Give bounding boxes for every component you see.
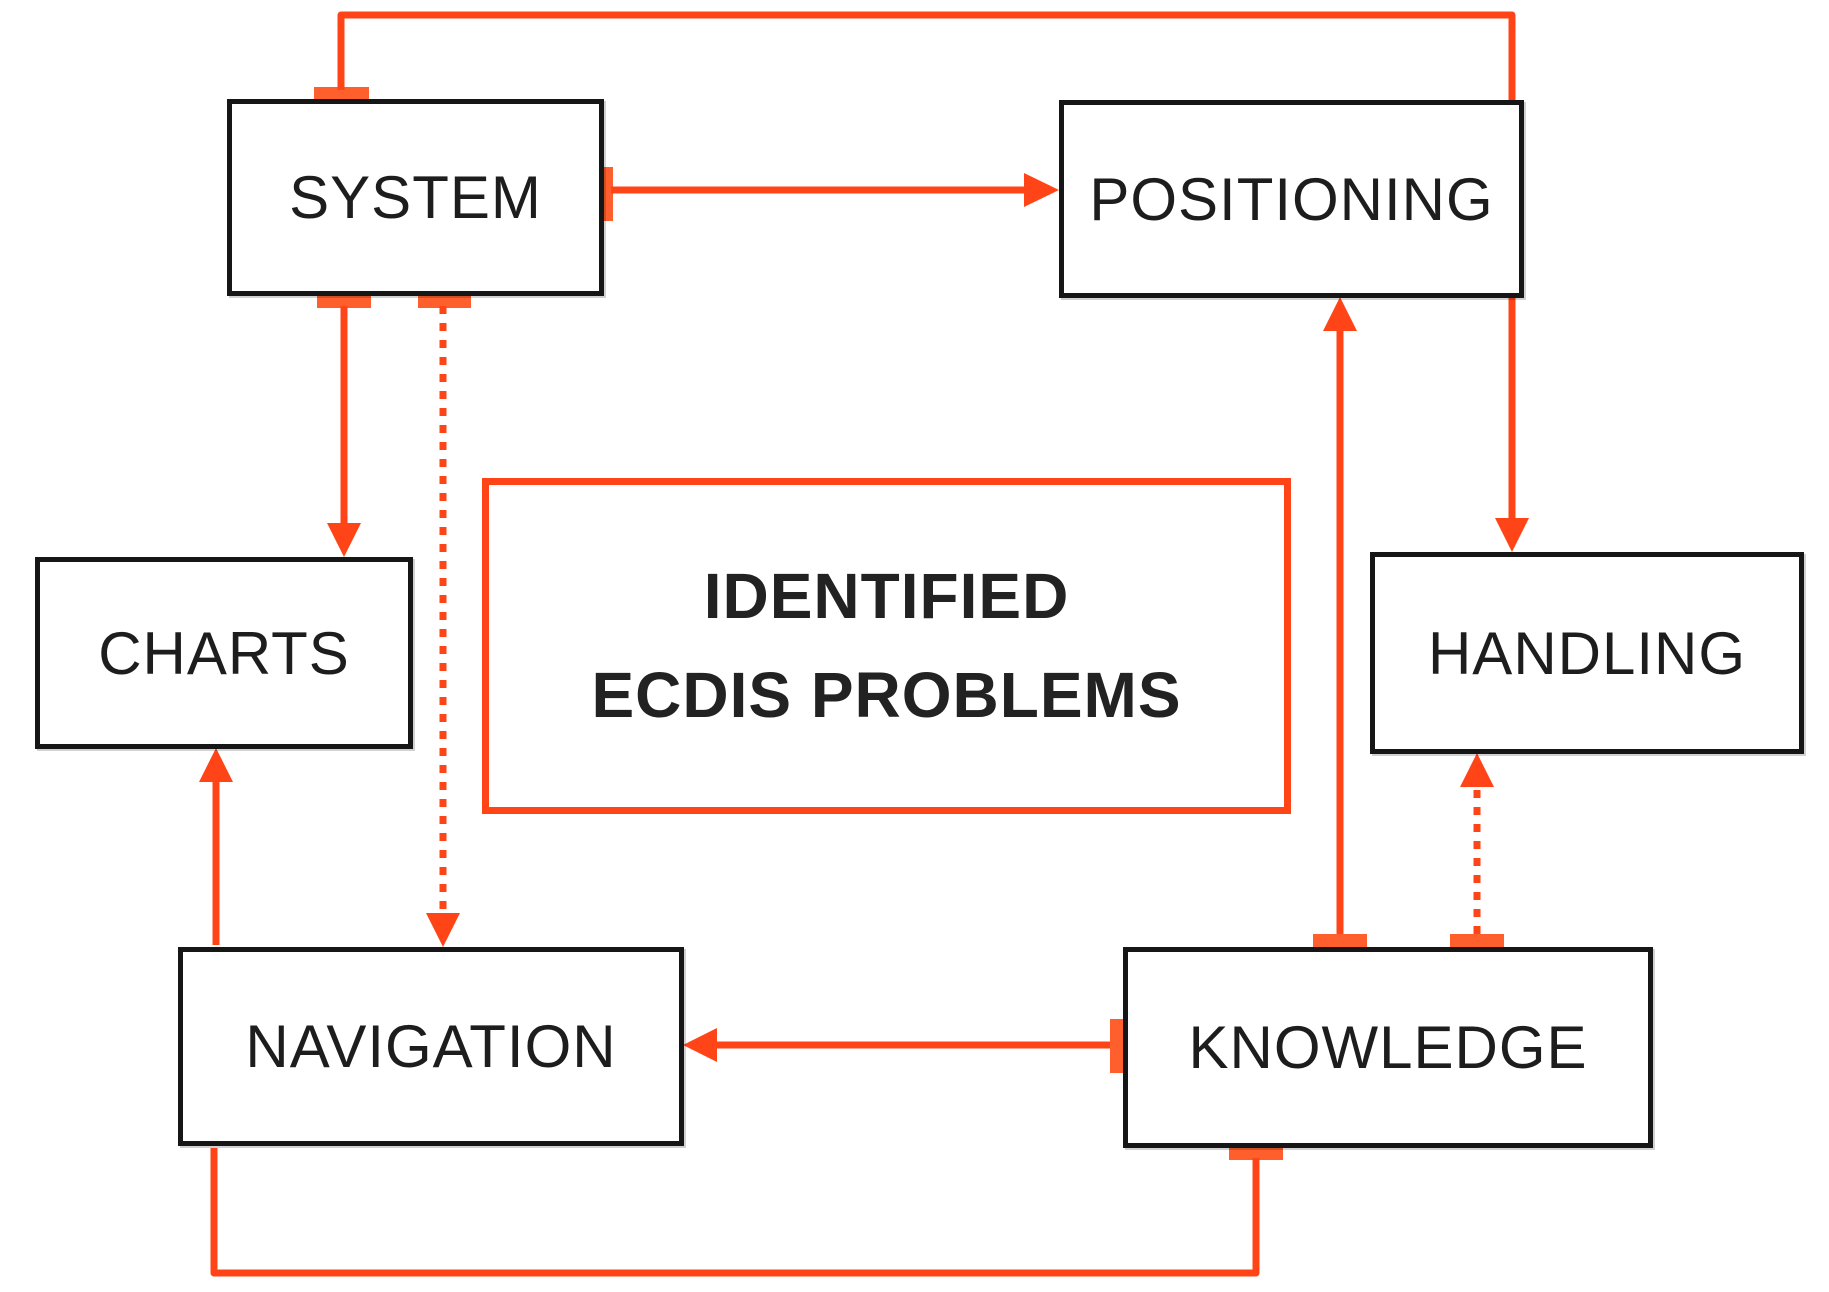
node-knowledge-label: KNOWLEDGE (1188, 1014, 1588, 1081)
node-handling-label: HANDLING (1427, 619, 1747, 687)
tab-system-bottom-left (317, 294, 371, 308)
tab-system-bottom-right (418, 294, 471, 308)
tab-knowledge-top-right (1450, 934, 1504, 948)
tab-system-top (314, 87, 369, 100)
arrowhead-into-navigation-top (426, 913, 460, 947)
node-system: SYSTEM (227, 99, 604, 296)
tab-knowledge-left (1110, 1019, 1124, 1073)
center-box-line2: ECDIS PROBLEMS (591, 659, 1182, 731)
arrowhead-into-navigation-right (683, 1028, 717, 1062)
node-positioning: POSITIONING (1059, 100, 1524, 298)
arrowhead-into-charts-top (327, 523, 361, 557)
node-charts: CHARTS (35, 557, 413, 749)
node-knowledge: KNOWLEDGE (1123, 947, 1653, 1148)
arrowhead-into-positioning-left (1024, 173, 1059, 207)
edge-knowledge-navigation-bottom-loop (210, 1148, 1260, 1277)
node-handling: HANDLING (1370, 552, 1804, 754)
arrowhead-into-charts-bottom (199, 748, 233, 782)
node-charts-label: CHARTS (98, 619, 350, 687)
node-navigation-label: NAVIGATION (245, 1013, 617, 1080)
tab-knowledge-bottom (1229, 1146, 1283, 1160)
center-box-line1: IDENTIFIED (703, 559, 1070, 632)
node-system-label: SYSTEM (289, 164, 542, 231)
arrowhead-into-handling-bottom (1460, 753, 1494, 787)
center-box-identified-ecdis-problems: IDENTIFIED ECDIS PROBLEMS (482, 478, 1291, 814)
tab-knowledge-top-left (1313, 934, 1367, 948)
arrowhead-into-positioning-bottom (1323, 297, 1357, 331)
node-navigation: NAVIGATION (178, 947, 684, 1146)
node-positioning-label: POSITIONING (1089, 165, 1494, 233)
edge-system-positioning-top-loop (337, 11, 1516, 100)
arrowhead-into-handling-top (1495, 518, 1529, 552)
